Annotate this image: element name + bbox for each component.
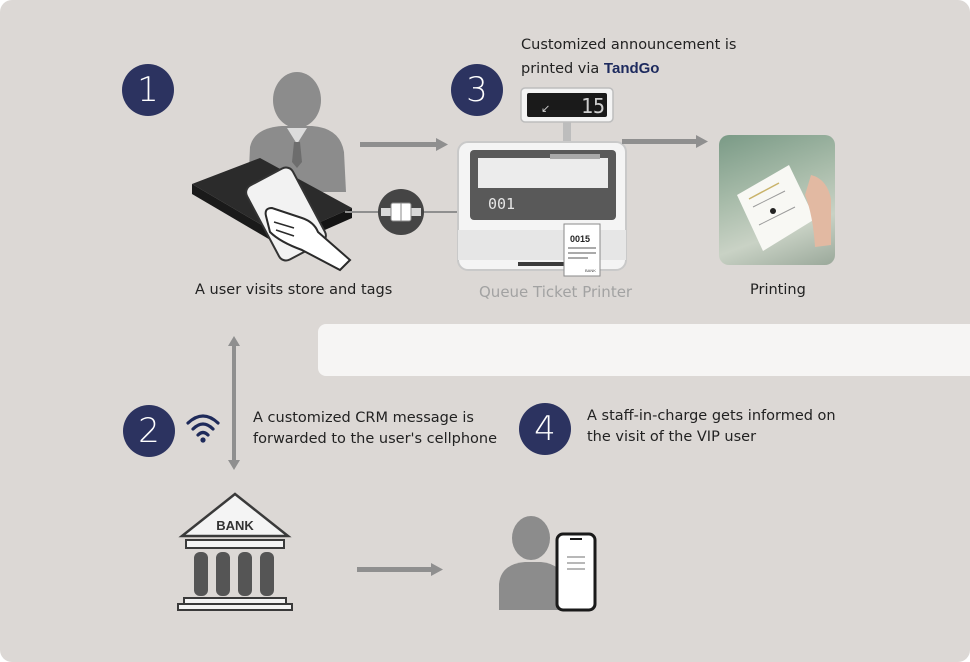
step-4-caption-line1: A staff-in-charge gets informed on (587, 408, 836, 424)
user-tagging-icon (192, 72, 352, 272)
staff-with-phone-icon (499, 516, 597, 612)
ticket-number: 0015 (570, 234, 590, 244)
bank-label: BANK (216, 518, 254, 533)
step-2-caption-line2: forwarded to the user's cellphone (253, 431, 498, 447)
blank-banner (318, 324, 970, 376)
step-1-badge: 1 (122, 64, 174, 116)
step-3-badge: 3 (451, 64, 503, 116)
step-3-caption-line1: Customized announcement is (521, 37, 737, 53)
step-3-caption-prefix: printed via (521, 61, 600, 77)
printing-photo (719, 135, 835, 265)
step-4-caption-line2: the visit of the VIP user (587, 429, 757, 445)
queue-ticket-printer-icon: 001 0015 BANK (457, 141, 627, 277)
svg-text:↙: ↙ (541, 102, 550, 115)
step-2-badge: 2 (123, 405, 175, 457)
printer-screen-number: 001 (488, 195, 515, 213)
step-2-caption-line1: A customized CRM message is (253, 410, 474, 426)
printed-receipt-image (737, 165, 831, 251)
wifi-icon (186, 414, 220, 443)
arrow-user-to-printer (360, 138, 448, 151)
arrow-printer-to-printing (622, 135, 708, 148)
printer-label: Queue Ticket Printer (479, 283, 633, 301)
vertical-double-arrow (228, 336, 240, 470)
step-4-badge: 4 (519, 403, 571, 455)
cable-connector (345, 189, 468, 235)
step-1-caption: A user visits store and tags (195, 282, 393, 298)
queue-display-icon: ↙ 15 (520, 87, 614, 150)
display-number: 15 (581, 94, 605, 118)
ticket-footer: BANK (585, 268, 596, 273)
arrow-bank-to-staff (357, 563, 443, 576)
bank-building-icon: BANK (177, 492, 293, 611)
printing-label: Printing (750, 282, 806, 298)
step-3-caption-line2: printed via TandGo (521, 58, 659, 80)
tandgo-brand: TandGo (603, 60, 660, 77)
